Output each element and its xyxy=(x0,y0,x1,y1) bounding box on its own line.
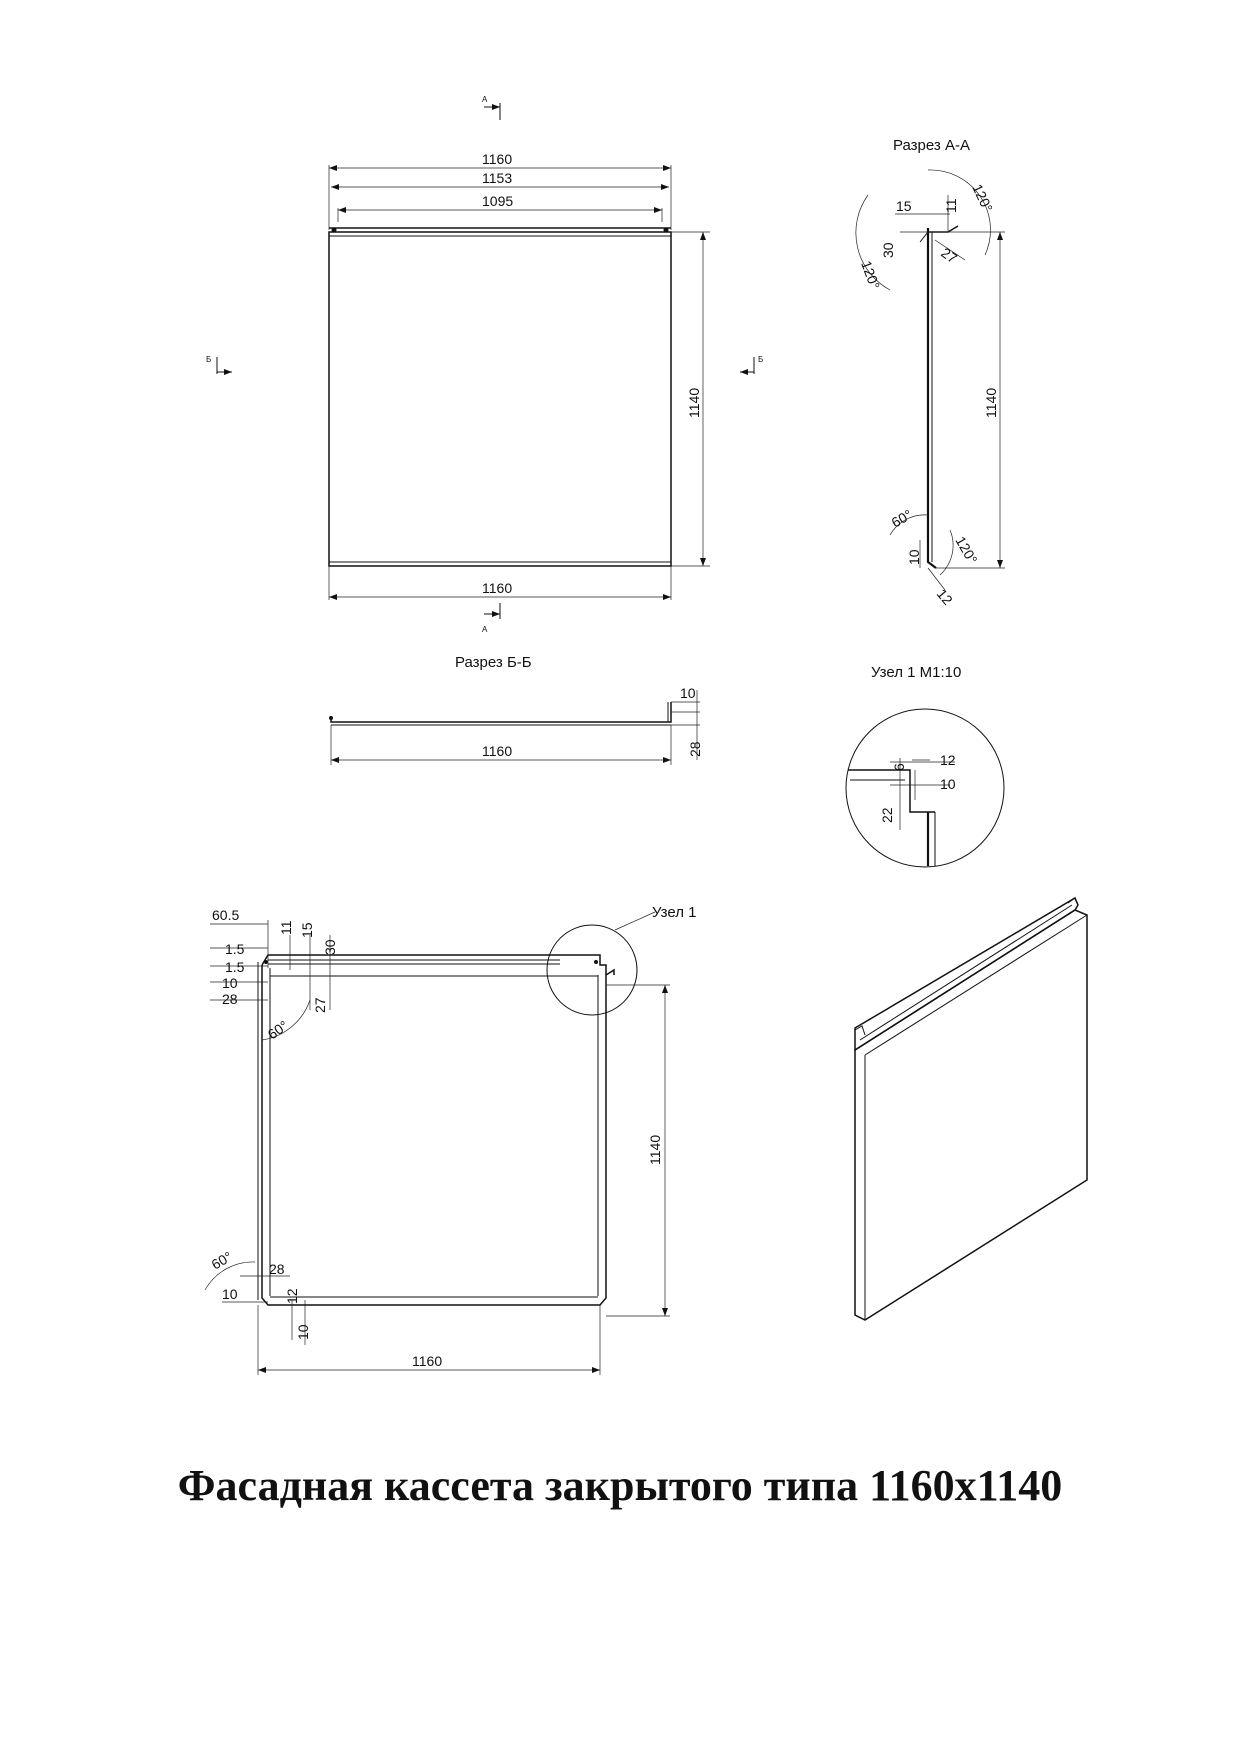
section-aa-dim-12: 12 xyxy=(934,586,956,608)
dim-width-slot: 1095 xyxy=(337,193,663,222)
flat-dim-10-top: 10 xyxy=(222,975,238,991)
svg-text:1153: 1153 xyxy=(482,170,512,186)
section-bb-title: Разрез Б-Б xyxy=(455,654,532,671)
node-1-dim-22: 22 xyxy=(879,807,895,823)
arc-bottom-left xyxy=(889,514,929,536)
node-1-profile xyxy=(848,759,936,866)
flat-pattern-outline xyxy=(257,954,615,1306)
section-bb-dim-28: 28 xyxy=(687,741,703,757)
section-aa-dim-11: 11 xyxy=(943,198,959,213)
node-1-detail: Узел 1 М1:10 12 6 10 22 xyxy=(845,664,1005,868)
node-1-dim-12: 12 xyxy=(940,752,956,768)
section-aa-title: Разрез А-А xyxy=(893,137,970,154)
flat-dim-28-top: 28 xyxy=(222,991,238,1007)
svg-text:А: А xyxy=(482,95,488,104)
section-bb-profile xyxy=(329,702,672,726)
page-title: Фасадная кассета закрытого типа 1160x114… xyxy=(177,1461,1063,1510)
flat-dim-27: 27 xyxy=(312,997,328,1013)
section-aa-dim-15: 15 xyxy=(896,198,912,214)
node-1-dim-6: 6 xyxy=(891,763,907,771)
isometric-view xyxy=(854,896,1088,1321)
flat-dim-11: 11 xyxy=(278,920,294,935)
flat-dim-12-bottom: 12 xyxy=(284,1288,300,1304)
flat-pattern: Узел 1 60.5 11 15 1.5 1.5 30 10 28 27 60… xyxy=(204,904,697,1375)
section-mark-b-left: Б xyxy=(206,355,232,375)
flat-dim-30: 30 xyxy=(322,939,338,955)
section-aa: Разрез А-А 15 11 30 27 1140 10 12 120° 1… xyxy=(855,137,1005,608)
flat-dim-1-5-b: 1.5 xyxy=(225,959,245,975)
svg-text:1160: 1160 xyxy=(482,151,512,167)
arc-bottom-right xyxy=(939,529,954,576)
node-1-title: Узел 1 М1:10 xyxy=(871,664,961,681)
section-bb: Разрез Б-Б 10 28 1160 xyxy=(329,654,703,765)
section-mark-a-top: А xyxy=(482,95,501,120)
flat-dim-10-side: 10 xyxy=(295,1324,311,1340)
dim-width-inner: 1153 xyxy=(331,170,669,190)
section-aa-dim-1140: 1140 xyxy=(983,388,999,418)
flat-dim-1-5-a: 1.5 xyxy=(225,941,245,957)
section-aa-angle-4: 120° xyxy=(952,534,980,567)
dim-width-bottom: 1160 xyxy=(328,566,672,600)
front-panel xyxy=(328,227,672,567)
flat-angle-bottom: 60° xyxy=(209,1248,235,1272)
section-aa-angle-3: 60° xyxy=(889,506,915,530)
flat-dim-60-5: 60.5 xyxy=(212,907,239,923)
arc-top-right xyxy=(927,169,991,256)
svg-text:1095: 1095 xyxy=(482,193,513,209)
node-1-callout: Узел 1 xyxy=(652,904,697,921)
flat-dim-1160: 1160 xyxy=(412,1353,442,1369)
flat-dim-15: 15 xyxy=(299,922,315,938)
section-bb-dim-10: 10 xyxy=(680,685,696,701)
dim-height: 1140 xyxy=(671,231,710,567)
front-view: А 1160 1153 1095 xyxy=(206,95,763,634)
svg-text:1160: 1160 xyxy=(482,580,512,596)
arc-top-left xyxy=(855,194,891,291)
flat-dim-10-bottom: 10 xyxy=(222,1286,238,1302)
section-aa-dim-27: 27 xyxy=(938,244,960,266)
section-mark-a-bottom: А xyxy=(482,603,501,634)
section-mark-b-right: Б xyxy=(740,355,763,375)
dim-width-overall: 1160 xyxy=(328,151,672,230)
svg-text:Б: Б xyxy=(758,355,763,364)
flat-dim-28-bottom: 28 xyxy=(269,1261,285,1277)
svg-text:А: А xyxy=(482,625,488,634)
flat-dim-1140: 1140 xyxy=(647,1135,663,1165)
section-aa-dim-10: 10 xyxy=(906,549,922,565)
section-aa-dim-30: 30 xyxy=(880,242,896,258)
node-1-callout-circle xyxy=(546,924,638,1016)
section-aa-angle-1: 120° xyxy=(969,182,996,215)
node-1-dim-10: 10 xyxy=(940,776,956,792)
svg-text:Б: Б xyxy=(206,355,211,364)
section-aa-angle-2: 120° xyxy=(858,259,883,292)
svg-text:1140: 1140 xyxy=(686,388,702,418)
section-bb-dim-1160: 1160 xyxy=(482,743,512,759)
section-aa-profile xyxy=(919,225,959,569)
